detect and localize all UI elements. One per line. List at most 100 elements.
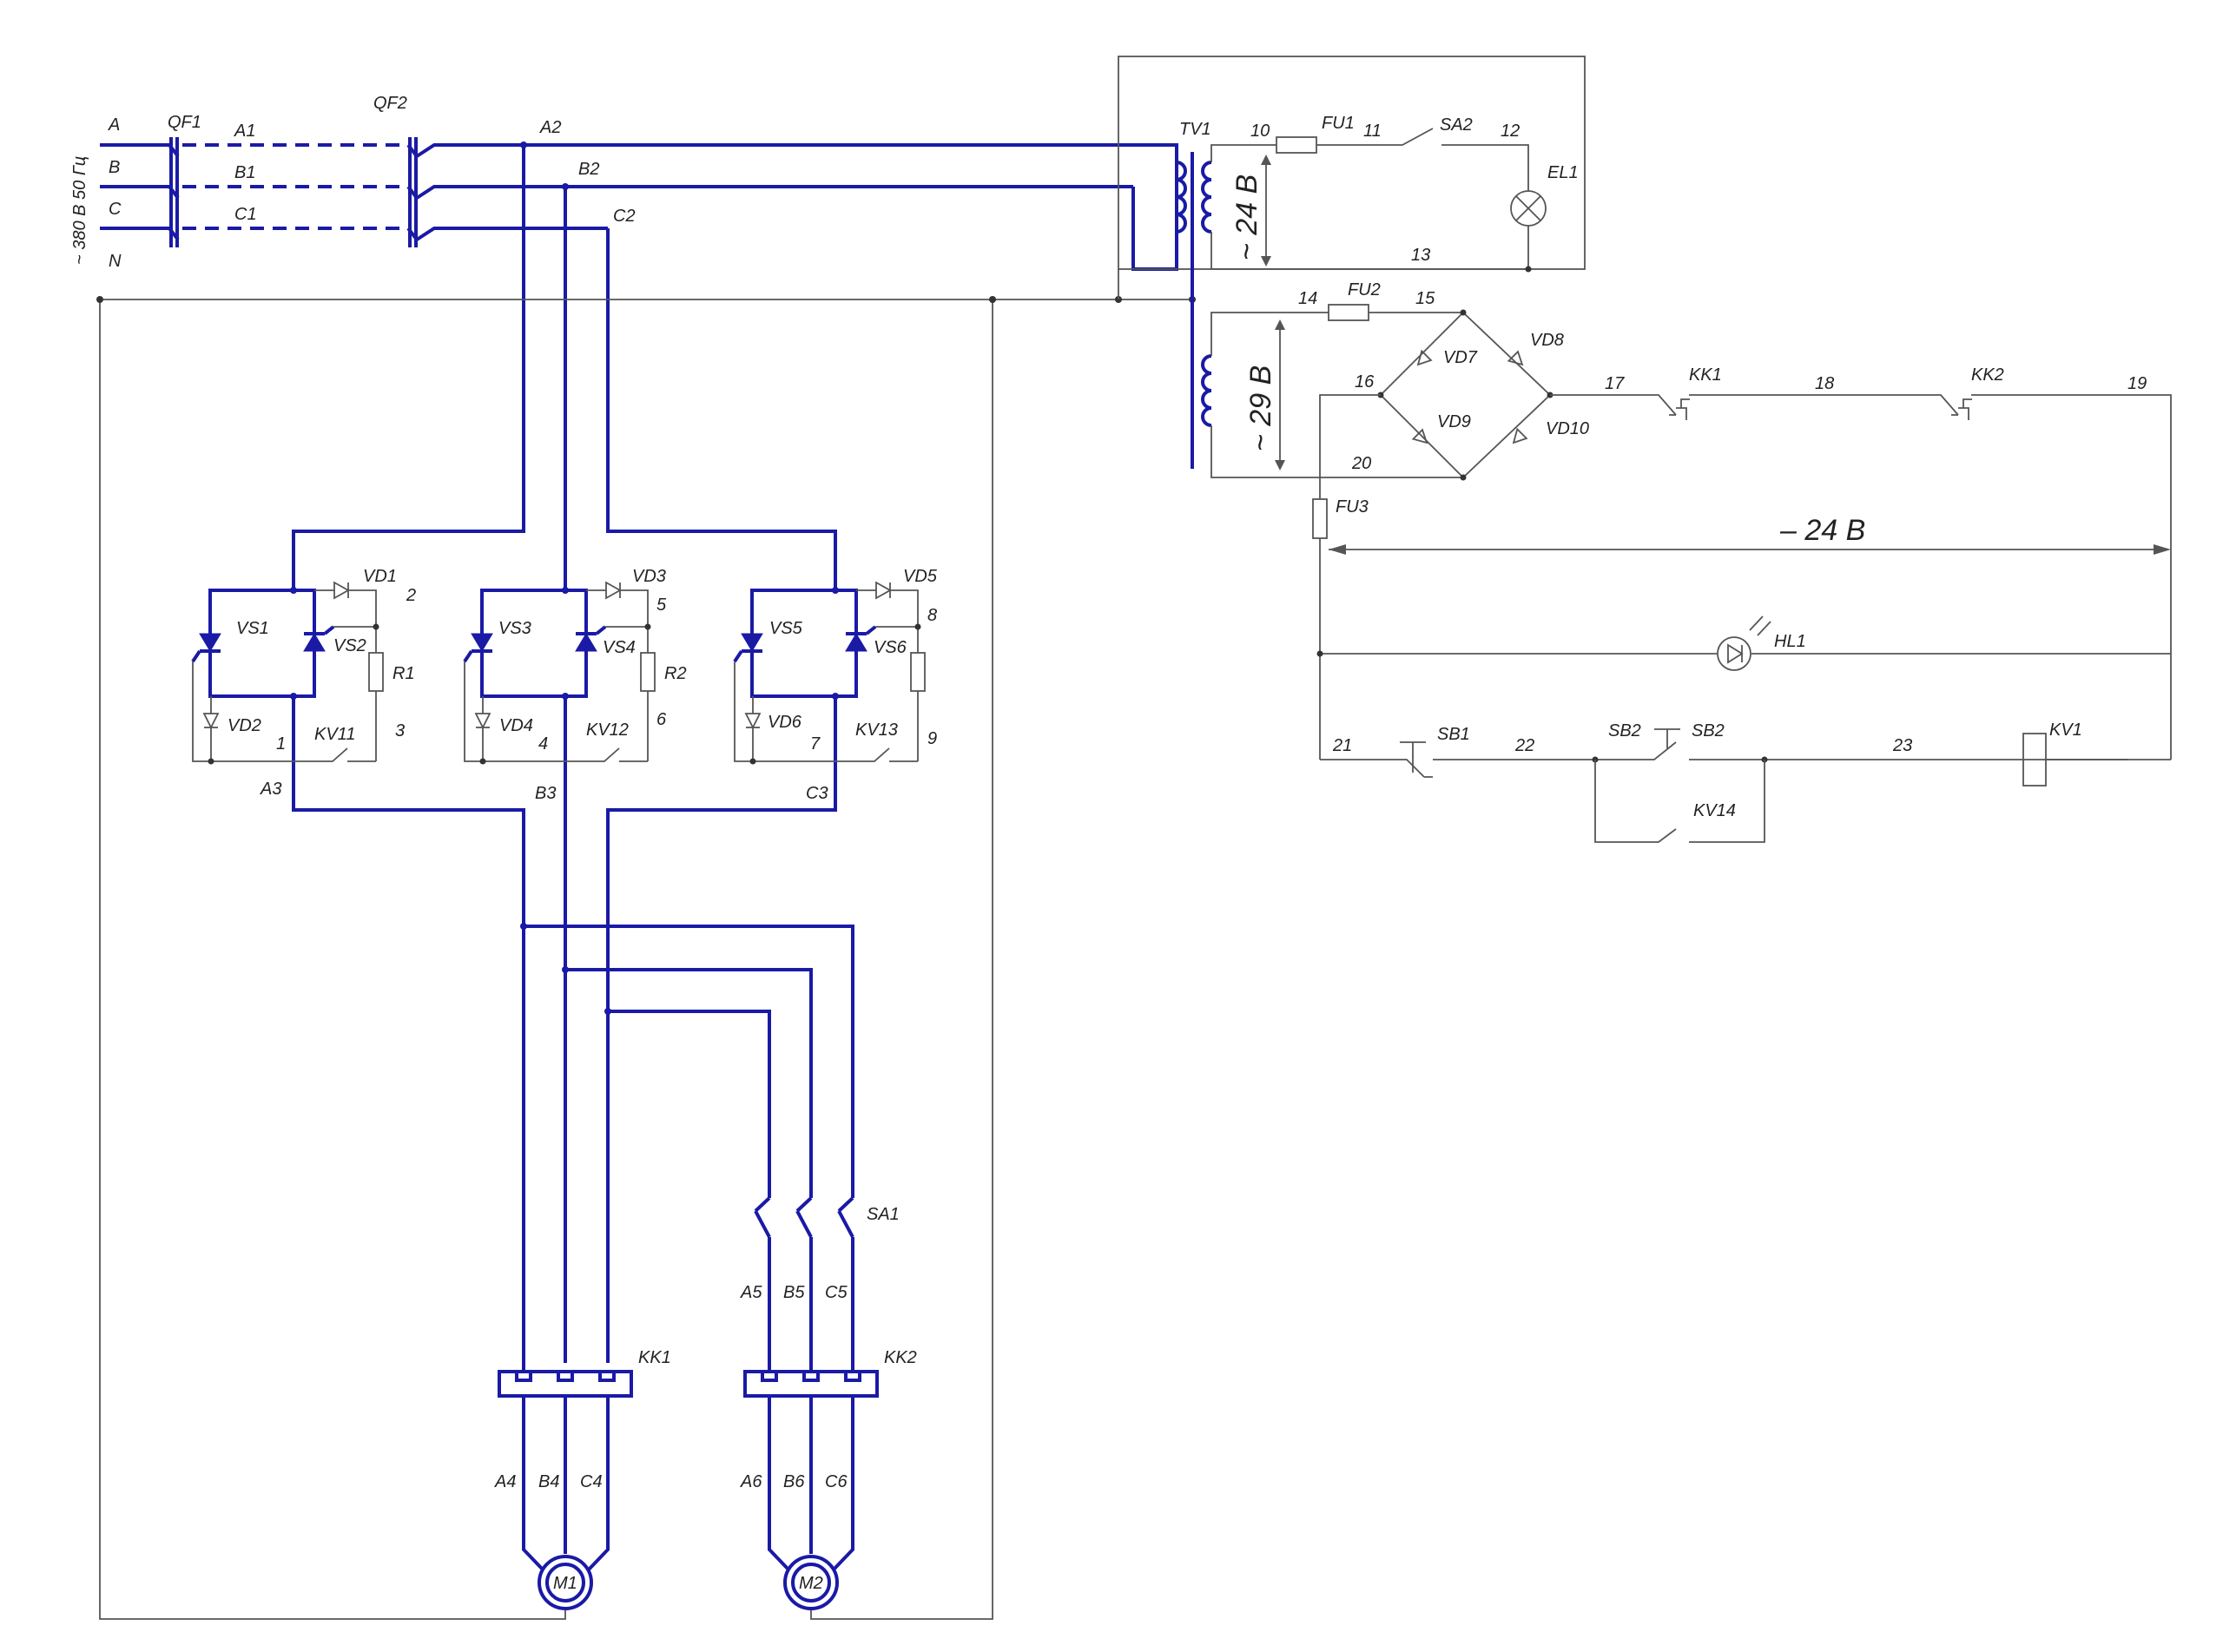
branch-a-m2 <box>524 925 854 1198</box>
node-22: 22 <box>1514 736 1534 755</box>
wire-17 <box>1550 394 1677 416</box>
breaker-qf2[interactable] <box>406 137 419 247</box>
node-4: 4 <box>538 734 548 754</box>
label-tv1: TV1 <box>1179 120 1211 139</box>
node-20: 20 <box>1351 454 1371 473</box>
thermal-relay-kk1 <box>498 1370 633 1398</box>
node-21: 21 <box>1332 736 1352 755</box>
label-fu3: FU3 <box>1336 497 1369 517</box>
node-2: 2 <box>406 586 416 605</box>
label-vd1: VD1 <box>363 567 397 586</box>
gate-circuit-b <box>464 582 656 765</box>
labels: A B C N ~ 380 В 50 Гц QF1 QF2 A1 B1 C1 A… <box>70 94 2147 1593</box>
breaker-qf1[interactable] <box>168 137 180 247</box>
wire-a2 <box>415 143 1178 271</box>
label-phase-b: B <box>109 158 120 177</box>
node-5: 5 <box>656 596 667 615</box>
switch-sa1[interactable] <box>754 1196 854 1372</box>
label-vd7: VD7 <box>1443 348 1478 367</box>
label-supply-voltage: ~ 380 В 50 Гц <box>70 156 89 265</box>
indicator-hl1 <box>1717 615 1771 671</box>
branch-b-m2 <box>565 968 813 1198</box>
node-8: 8 <box>927 606 937 625</box>
label-vs2: VS2 <box>333 636 366 655</box>
label-sec2-voltage: ~ 29 В <box>1244 365 1277 451</box>
enclosure-tv1 <box>1118 56 1586 270</box>
gate-circuit-c <box>734 582 926 765</box>
label-r2: R2 <box>664 664 687 683</box>
label-c6: C6 <box>825 1472 848 1491</box>
label-vs3: VS3 <box>498 619 531 638</box>
label-a5: A5 <box>740 1283 762 1302</box>
motor-m1 <box>538 1555 593 1610</box>
wire-22 <box>1433 741 1677 760</box>
label-dc-bus: – 24 В <box>1779 514 1865 547</box>
label-a6: A6 <box>740 1472 762 1491</box>
label-b4: B4 <box>538 1472 559 1491</box>
label-a1: A1 <box>234 122 255 141</box>
button-sb1[interactable] <box>1400 741 1433 778</box>
motor-m2 <box>783 1555 839 1610</box>
label-vs5: VS5 <box>769 619 803 638</box>
sec2-top <box>1210 312 1329 356</box>
label-phase-a: A <box>108 115 120 135</box>
wire-18 <box>1689 394 1959 416</box>
thermal-relay-kk2 <box>743 1370 879 1398</box>
fuse-fu2 <box>1328 304 1369 321</box>
neutral-m1 <box>99 299 566 1620</box>
label-phase-n: N <box>109 252 122 271</box>
thyristor-block-a <box>191 587 525 929</box>
label-kv14: KV14 <box>1693 801 1736 820</box>
label-c3: C3 <box>806 784 828 803</box>
label-qf2: QF2 <box>373 94 407 113</box>
label-b2: B2 <box>578 160 599 179</box>
lead-a6 <box>768 1396 790 1571</box>
neutral-m2 <box>810 299 993 1620</box>
label-m1: M1 <box>553 1574 577 1593</box>
label-r1: R1 <box>392 664 415 683</box>
label-vd3: VD3 <box>632 567 666 586</box>
node-9: 9 <box>927 729 937 748</box>
control-circuit <box>96 56 2172 1620</box>
node-16: 16 <box>1355 372 1375 392</box>
label-sb2-right: SB2 <box>1692 721 1725 740</box>
fuse-fu3 <box>1312 498 1328 539</box>
node-19: 19 <box>2127 374 2147 393</box>
label-phase-c: C <box>109 200 122 219</box>
lead-c6 <box>832 1396 854 1571</box>
label-vd9: VD9 <box>1437 412 1471 431</box>
node-13: 13 <box>1411 246 1430 265</box>
label-b1: B1 <box>234 163 255 182</box>
wire-c2 <box>415 227 608 241</box>
node-18: 18 <box>1815 374 1834 393</box>
fuse-fu1 <box>1276 136 1317 154</box>
label-c4: C4 <box>580 1472 603 1491</box>
lead-a4 <box>522 1396 544 1571</box>
label-kv11: KV11 <box>314 725 355 744</box>
button-sb2[interactable] <box>1654 728 1680 748</box>
power-circuit <box>100 137 1178 1610</box>
label-vd5: VD5 <box>903 567 938 586</box>
label-kv12: KV12 <box>586 721 629 740</box>
node-1: 1 <box>276 734 286 754</box>
label-b6: B6 <box>783 1472 805 1491</box>
diode-bridge <box>1377 309 1553 481</box>
contact-kv14 <box>1689 760 1765 843</box>
feed-a <box>292 145 525 590</box>
label-vd4: VD4 <box>499 716 533 735</box>
label-vs4: VS4 <box>603 638 636 657</box>
wire-b2 <box>415 185 1133 200</box>
label-vd10: VD10 <box>1546 419 1589 438</box>
lead-c4 <box>587 1396 610 1571</box>
label-kk2-power: KK2 <box>884 1348 917 1367</box>
label-vd8: VD8 <box>1530 331 1564 350</box>
branch-c-m2 <box>608 1010 771 1198</box>
transformer-tv1 <box>1176 152 1212 469</box>
label-sb1: SB1 <box>1437 725 1470 744</box>
node-11: 11 <box>1363 122 1382 141</box>
label-sec1-voltage: ~ 24 В <box>1230 174 1263 260</box>
label-kv1: KV1 <box>2049 721 2082 740</box>
label-vs6: VS6 <box>874 638 907 657</box>
label-sa1: SA1 <box>867 1205 900 1224</box>
